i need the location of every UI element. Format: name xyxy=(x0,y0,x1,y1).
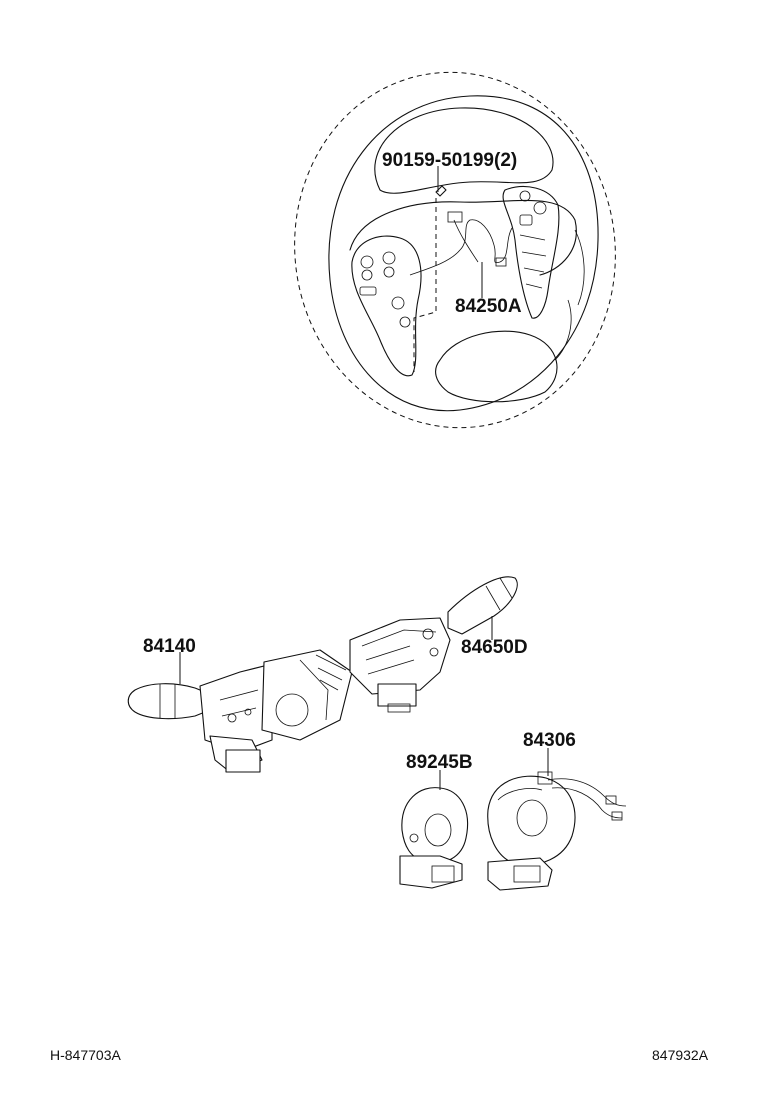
spiral-cable-sub-drawing xyxy=(399,787,468,889)
footer-left-ref: H-847703A xyxy=(50,1047,121,1063)
turn-signal-part-label: 84140 xyxy=(143,636,196,657)
bolt-part-label: 90159-50199(2) xyxy=(382,150,517,171)
spiral-sub-part-label: 89245B xyxy=(406,752,473,773)
wiper-switch-part-label: 84650D xyxy=(461,637,528,658)
footer-right-ref: 847932A xyxy=(652,1047,709,1063)
spiral-cable-part-label: 84306 xyxy=(523,730,576,751)
turn-signal-switch-drawing xyxy=(127,649,353,773)
wiper-switch-drawing xyxy=(349,576,518,713)
spiral-cable-drawing xyxy=(487,771,627,891)
steering-wheel-drawing xyxy=(294,71,616,429)
steering-switch-part-label: 84250A xyxy=(455,296,522,317)
